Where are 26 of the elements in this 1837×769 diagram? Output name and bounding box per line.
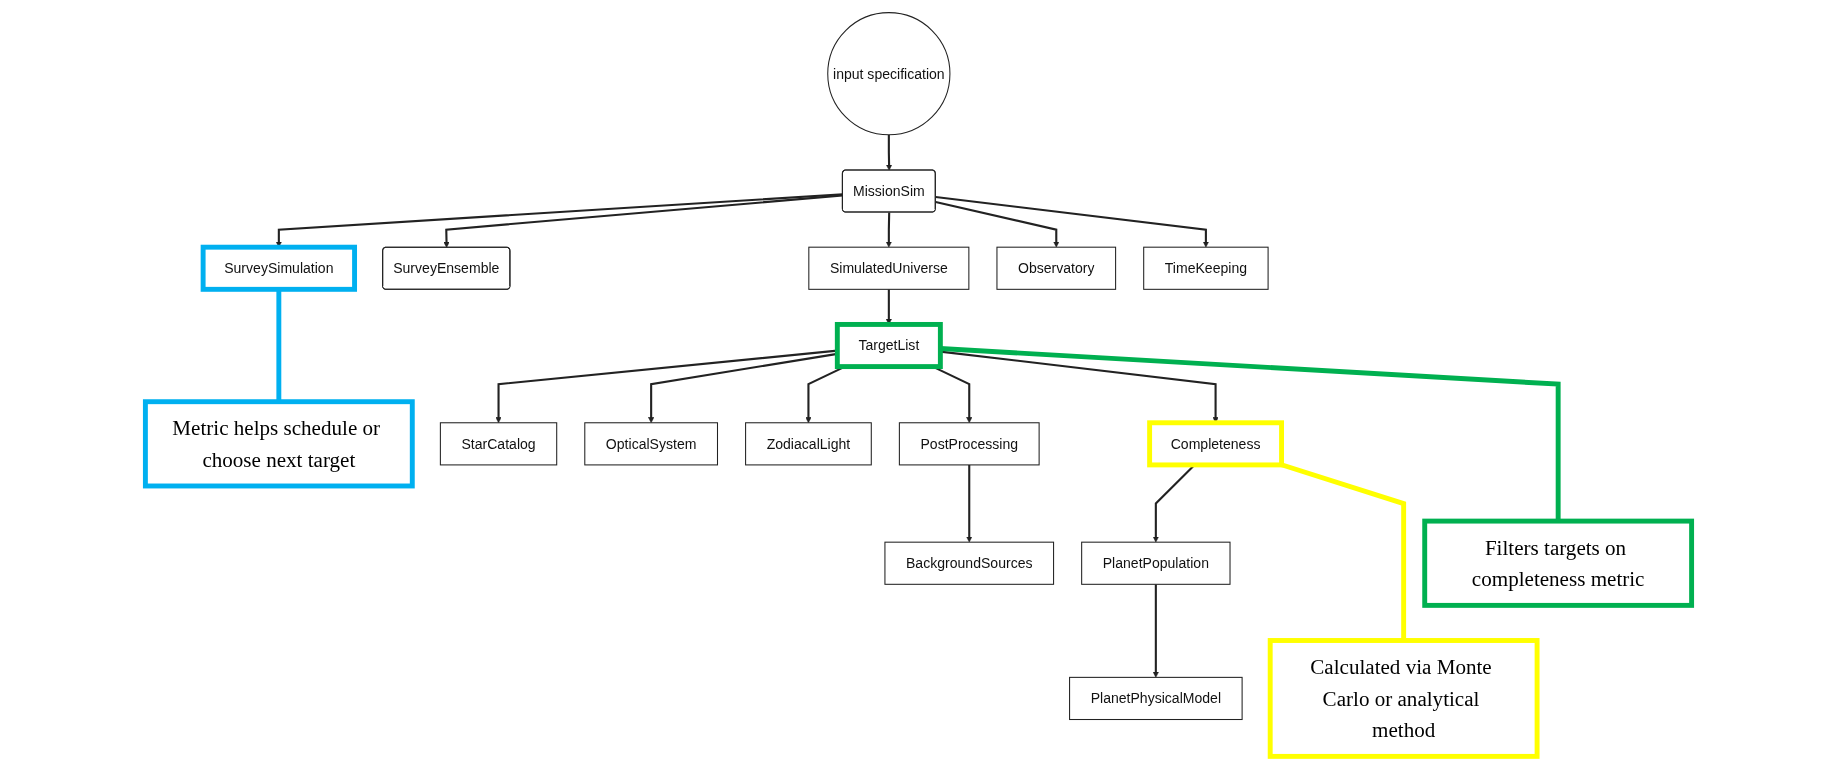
arrow <box>1152 584 1159 678</box>
node-box: ZodiacalLight <box>745 422 872 466</box>
node-box: Calculated via Monte Carlo or analytical method <box>1267 638 1540 759</box>
arrow <box>935 195 1209 248</box>
node-box: TimeKeeping <box>1143 246 1269 290</box>
arrow <box>443 194 843 248</box>
arrow <box>885 212 892 248</box>
node-box: BackgroundSources <box>884 541 1055 585</box>
node-box: Observatory <box>996 246 1117 290</box>
node-box: Metric helps schedule or choose next target <box>142 399 415 489</box>
node-box: PostProcessing <box>898 422 1040 466</box>
arrow <box>935 201 1060 248</box>
node-box: Filters targets on completeness metric <box>1422 518 1695 608</box>
node-box: SurveySimulation <box>200 244 357 292</box>
node-box: Completeness <box>1147 420 1284 468</box>
arrow <box>275 193 843 248</box>
arrow <box>966 464 973 543</box>
node-box: OpticalSystem <box>584 422 719 466</box>
arrow <box>886 134 893 171</box>
node-box: SimulatedUniverse <box>808 246 970 290</box>
node-box: PlanetPhysicalModel <box>1069 676 1243 721</box>
node-box: StarCatalog <box>439 422 558 466</box>
node-circle: input specification <box>827 12 951 136</box>
node-box: TargetList <box>834 322 943 370</box>
connector <box>276 289 282 402</box>
node-box: PlanetPopulation <box>1081 541 1231 585</box>
